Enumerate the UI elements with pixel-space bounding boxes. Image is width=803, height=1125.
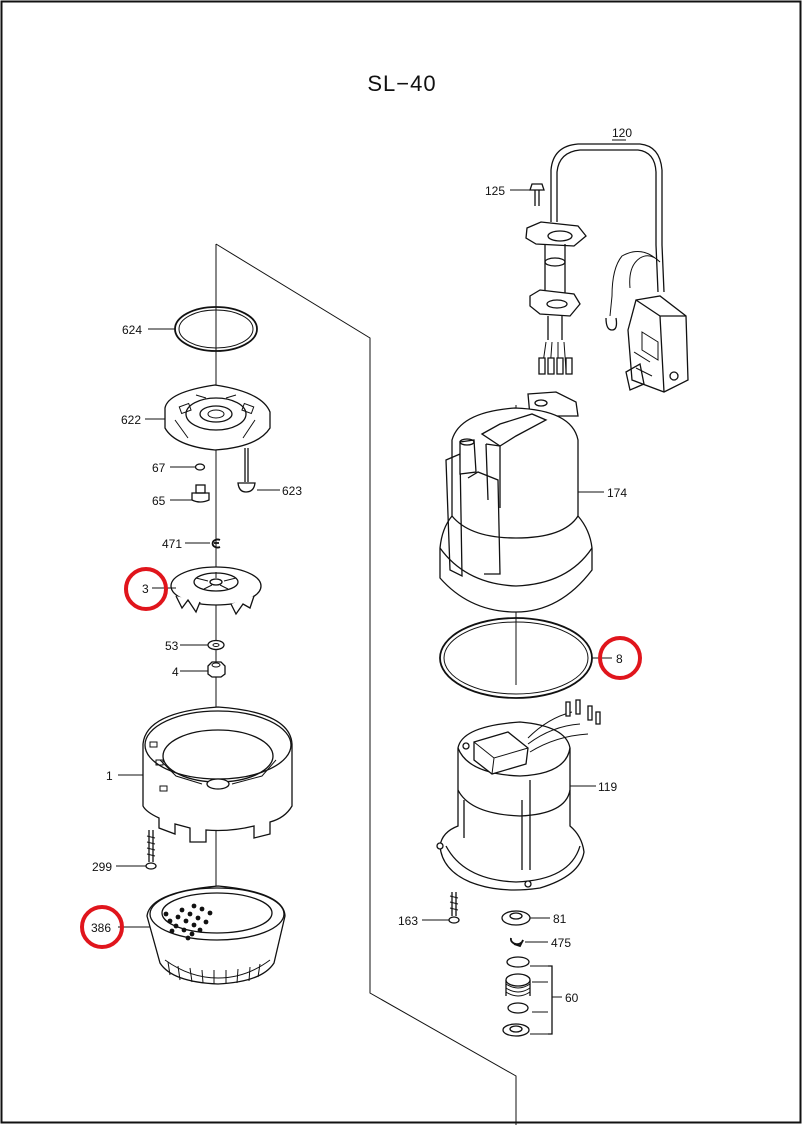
cable-bushing — [525, 221, 587, 375]
diagram-title: SL−40 — [367, 71, 436, 96]
part-1-pump-casing[interactable] — [142, 706, 293, 843]
label-8: 8 — [616, 652, 623, 666]
part-60-mechanical-seal[interactable] — [502, 956, 553, 1037]
label-624: 624 — [122, 323, 142, 337]
label-53: 53 — [165, 639, 179, 653]
part-471-e-ring[interactable] — [211, 538, 221, 549]
label-1: 1 — [106, 769, 113, 783]
part-53-washer[interactable] — [207, 639, 225, 651]
label-623: 623 — [282, 484, 302, 498]
part-163-screw[interactable] — [448, 892, 460, 924]
label-386: 386 — [91, 921, 111, 935]
part-65-screw[interactable] — [191, 484, 210, 503]
assembly-axis — [215, 243, 517, 1125]
part-120-power-cable[interactable] — [550, 143, 665, 331]
label-81: 81 — [553, 912, 567, 926]
label-60: 60 — [565, 991, 579, 1005]
part-623-screw[interactable] — [237, 448, 256, 493]
label-163: 163 — [398, 914, 418, 928]
label-120: 120 — [612, 126, 632, 140]
part-3-impeller[interactable] — [170, 566, 262, 616]
part-125-screw[interactable] — [529, 183, 545, 206]
label-299: 299 — [92, 860, 112, 874]
part-119-motor[interactable] — [436, 699, 601, 891]
part-labels: 120 125 624 622 67 65 623 471 3 53 4 1 2… — [91, 126, 632, 1005]
highlight-circle-386 — [80, 905, 124, 949]
label-125: 125 — [485, 184, 505, 198]
float-switch — [625, 295, 689, 393]
part-4-nut[interactable] — [207, 661, 226, 678]
part-81-seal[interactable] — [501, 910, 531, 926]
label-475: 475 — [551, 936, 571, 950]
label-65: 65 — [152, 494, 166, 508]
label-3: 3 — [142, 582, 149, 596]
highlight-circle-3 — [124, 567, 168, 611]
part-622-bearing-plate[interactable] — [164, 384, 271, 451]
label-174: 174 — [607, 486, 627, 500]
part-67-washer[interactable] — [194, 463, 206, 471]
highlight-circle-8 — [598, 636, 642, 680]
part-475-ring[interactable] — [510, 937, 524, 948]
part-174-motor-cover[interactable] — [439, 391, 593, 613]
label-67: 67 — [152, 461, 166, 475]
label-4: 4 — [172, 665, 179, 679]
label-622: 622 — [121, 413, 141, 427]
part-386-strainer[interactable] — [146, 885, 286, 985]
part-299-screw[interactable] — [145, 830, 157, 870]
label-119: 119 — [598, 780, 617, 794]
label-471: 471 — [162, 537, 182, 551]
